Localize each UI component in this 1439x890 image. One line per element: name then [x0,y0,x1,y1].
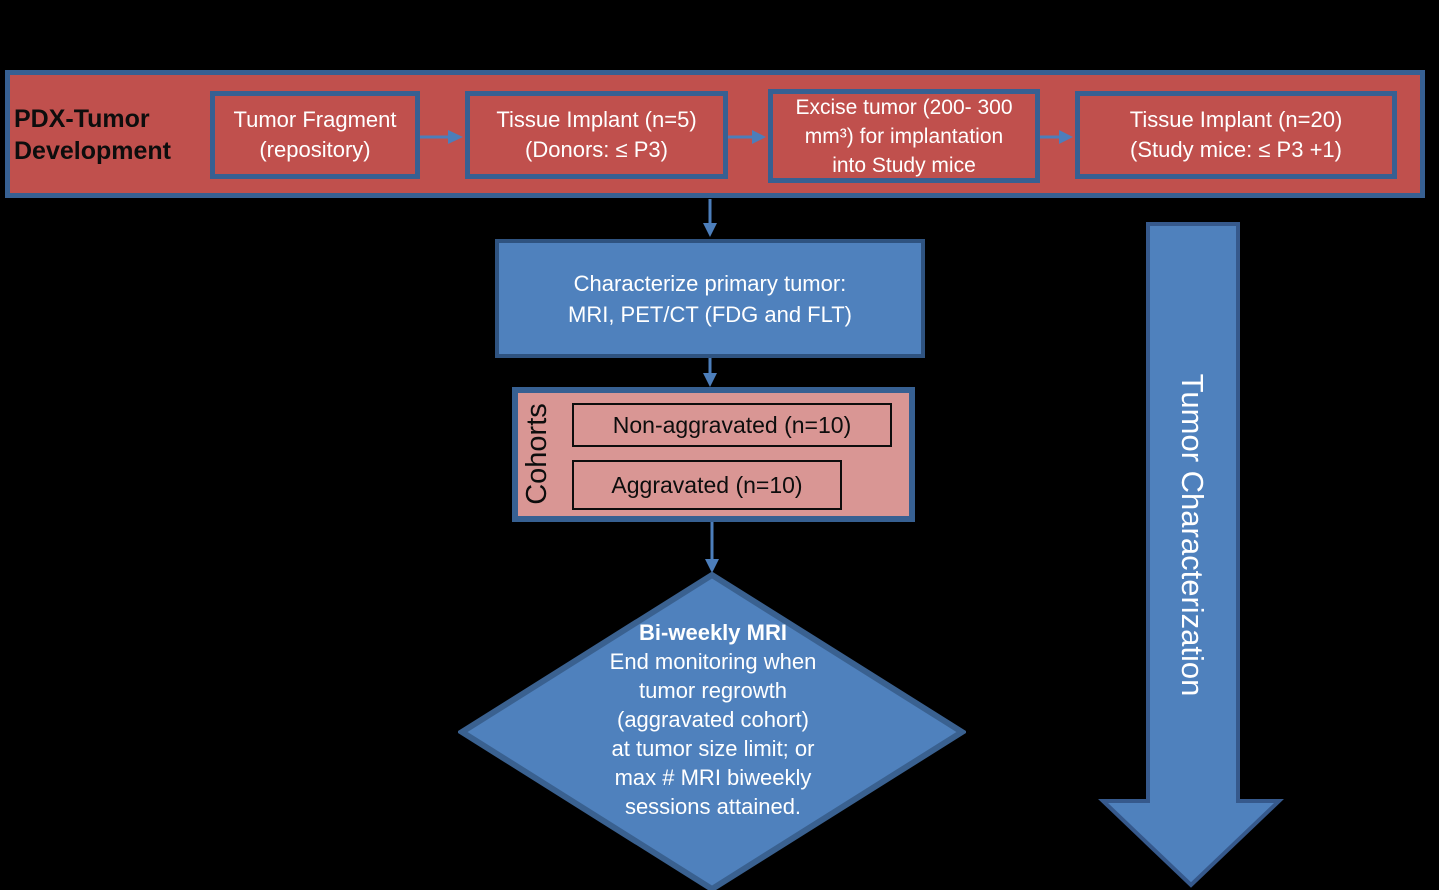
arrow-down-icon [703,199,717,237]
flow-box-tumor-fragment: Tumor Fragment (repository) [210,91,420,179]
flow-box-characterize-primary-tumor: Characterize primary tumor: MRI, PET/CT … [495,239,925,358]
down-arrow-shape [1098,222,1284,888]
diamond-body: End monitoring when tumor regrowth (aggr… [609,649,817,819]
arrow-down-icon [705,522,719,573]
cohort-item-aggravated: Aggravated (n=10) [572,460,842,510]
decision-diamond: Bi-weekly MRI End monitoring when tumor … [498,618,928,821]
arrow-down-icon [703,358,717,387]
arrow-right-icon [1040,130,1073,144]
diamond-title: Bi-weekly MRI [639,620,787,645]
cohort-item-non-aggravated: Non-aggravated (n=10) [572,403,892,447]
flow-box-excise-tumor: Excise tumor (200- 300 mm³) for implanta… [768,89,1040,183]
tumor-characterization-label: Tumor Characterization [1175,373,1210,697]
arrow-right-icon [728,130,766,144]
cohorts-label: Cohorts [521,403,553,505]
flow-box-tissue-implant-study: Tissue Implant (n=20) (Study mice: ≤ P3 … [1075,91,1397,179]
flow-box-tissue-implant-donors: Tissue Implant (n=5) (Donors: ≤ P3) [465,91,728,179]
arrow-right-icon [420,130,463,144]
banner-title: PDX-Tumor Development [14,105,171,165]
decision-diamond-shape [458,571,966,890]
